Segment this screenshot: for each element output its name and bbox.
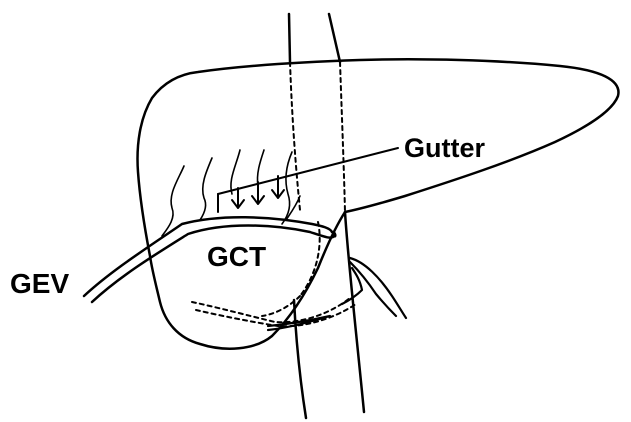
wavy-vessel-4 xyxy=(257,150,264,186)
vessel-right-upper xyxy=(329,14,340,62)
hidden-curve-4 xyxy=(196,304,356,326)
branch-vessel-b xyxy=(350,262,396,316)
hidden-vessel-right xyxy=(340,62,345,212)
gutter-pointer-line xyxy=(218,148,398,194)
vessel-left-upper xyxy=(289,14,290,62)
vessel-right-lower xyxy=(345,212,364,412)
wavy-vessel-6 xyxy=(286,196,300,220)
vessel-left-lower xyxy=(294,300,306,418)
hidden-vessel-left xyxy=(290,62,300,210)
gev-label: GEV xyxy=(10,268,69,299)
gct-label: GCT xyxy=(207,241,266,272)
wavy-vessel-2 xyxy=(200,158,212,220)
gutter-label: Gutter xyxy=(404,133,485,163)
branch-vessel-a xyxy=(350,258,406,318)
